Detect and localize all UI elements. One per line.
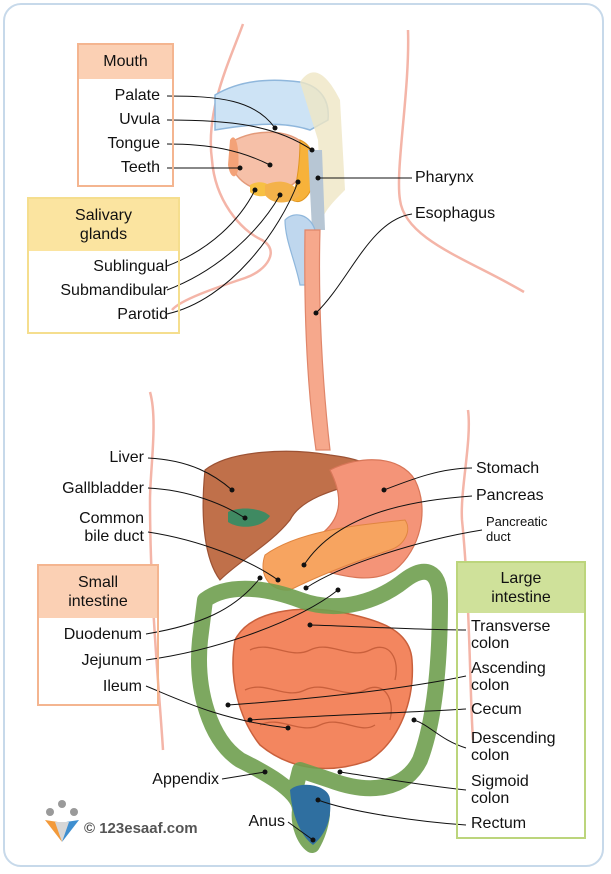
label-cecum: Cecum (471, 701, 522, 718)
label-stomach: Stomach (476, 460, 540, 477)
large-intestine-title-line1: Large (500, 570, 542, 587)
label-rectum: Rectum (471, 815, 527, 832)
label-anus: Anus (248, 813, 285, 830)
label-uvula: Uvula (119, 111, 160, 128)
label-descending-colon: Descending colon (471, 730, 556, 764)
label-descending-colon-line1: Descending (471, 730, 556, 747)
label-sigmoid-colon: Sigmoid colon (471, 773, 529, 807)
label-esophagus: Esophagus (415, 205, 496, 222)
label-sigmoid-colon-line1: Sigmoid (471, 773, 529, 790)
label-palate: Palate (114, 87, 160, 104)
label-ascending-colon-line2: colon (471, 677, 510, 694)
salivary-group-box: Salivary glands (27, 197, 180, 334)
outer-frame (3, 3, 604, 867)
gallbladder-shape (228, 508, 270, 527)
small-intestine-shape (232, 608, 414, 770)
label-common-bile-duct-2: bile duct (84, 528, 144, 545)
small-intestine-title-line2: intestine (68, 593, 128, 610)
label-appendix: Appendix (152, 771, 219, 788)
label-ascending-colon: Ascending colon (471, 660, 546, 694)
small-intestine-group-box: Small intestine (37, 564, 159, 706)
label-teeth: Teeth (120, 159, 160, 176)
esophagus-shape (304, 229, 331, 451)
label-pancreatic-duct-2: duct (486, 529, 511, 544)
label-pancreatic-duct-1: Pancreatic (486, 514, 548, 529)
liver-shape (202, 450, 375, 581)
brand-logo (45, 800, 79, 842)
label-duodenum: Duodenum (63, 626, 142, 643)
lips (228, 137, 239, 177)
salivary-title-line2: glands (79, 226, 128, 243)
label-ascending-colon-line1: Ascending (471, 660, 546, 677)
pharynx-shape (308, 150, 325, 230)
label-transverse-colon-line1: Transverse (471, 618, 551, 635)
large-intestine-group-title: Large intestine (458, 563, 584, 613)
label-pharynx: Pharynx (415, 169, 474, 186)
label-jejunum: Jejunum (81, 652, 142, 669)
small-intestine-title-line1: Small (77, 574, 118, 591)
label-common-bile-duct-1: Common (79, 510, 144, 527)
label-tongue: Tongue (107, 135, 161, 152)
mouth-group-box: Mouth (77, 43, 174, 187)
leader-lines (145, 95, 483, 841)
label-gallbladder: Gallbladder (62, 480, 144, 497)
small-intestine-group-title: Small intestine (39, 566, 157, 618)
label-submandibular: Submandibular (60, 282, 168, 299)
large-intestine-group-box: Large intestine (456, 561, 586, 839)
body-outline (148, 23, 525, 751)
label-sublingual: Sublingual (93, 258, 168, 275)
label-sigmoid-colon-line2: colon (471, 790, 510, 807)
salivary-group-title: Salivary glands (29, 199, 178, 251)
label-descending-colon-line2: colon (471, 747, 510, 764)
salivary-title-line1: Salivary (75, 207, 132, 224)
credit-text: © 123esaaf.com (84, 820, 198, 837)
large-intestine-title-line2: intestine (491, 589, 551, 606)
label-transverse-colon: Transverse colon (471, 618, 550, 652)
label-pancreas: Pancreas (476, 487, 544, 504)
head-structures (214, 72, 345, 286)
small-intestine-loops (244, 646, 397, 729)
back-skull (300, 72, 345, 221)
label-liver: Liver (109, 449, 144, 466)
label-ileum: Ileum (102, 678, 142, 695)
leader-dots (225, 125, 417, 843)
label-transverse-colon-line2: colon (471, 635, 510, 652)
label-parotid: Parotid (117, 306, 168, 323)
mouth-group-title: Mouth (79, 45, 172, 79)
colon-shape (191, 563, 448, 853)
